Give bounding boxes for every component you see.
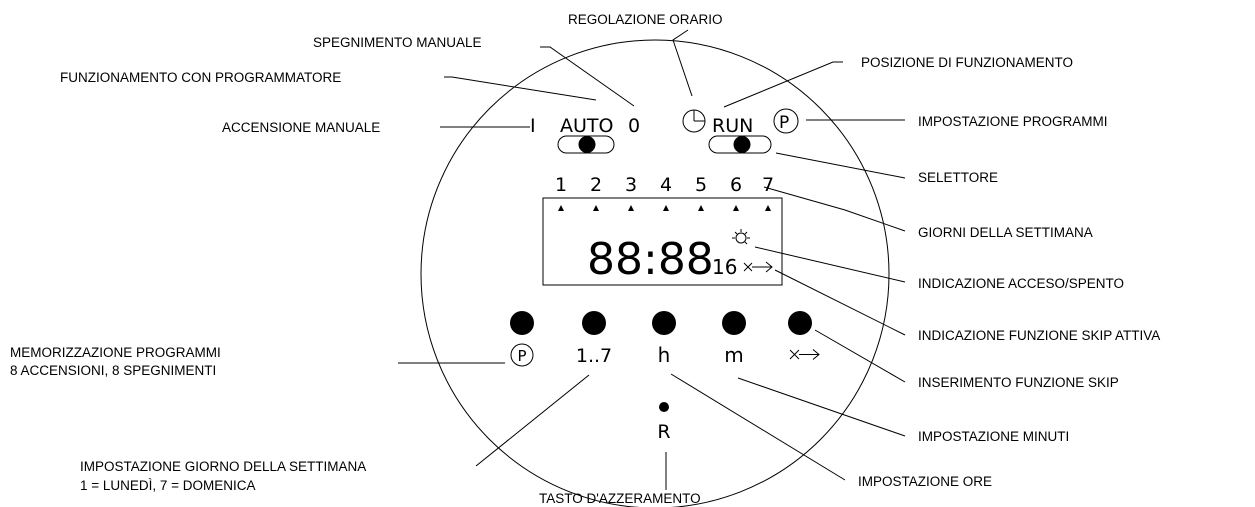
program-symbol — [773, 108, 799, 134]
label-inserimento-skip: INSERIMENTO FUNZIONE SKIP — [918, 375, 1119, 390]
day-number: 5 — [695, 174, 707, 196]
day-indicators — [558, 205, 771, 211]
switch-on-label: I — [530, 115, 536, 137]
label-spegnimento-manuale: SPEGNIMENTO MANUALE — [313, 35, 482, 50]
leader-lines — [398, 29, 906, 490]
minute-button[interactable] — [722, 311, 746, 335]
lcd-time: 88:88 — [587, 234, 714, 285]
label-giorno-legenda: 1 = LUNEDÌ, 7 = DOMENICA — [80, 478, 256, 493]
label-impostazione-minuti: IMPOSTAZIONE MINUTI — [918, 429, 1069, 444]
program-button-symbol — [510, 343, 534, 367]
label-impostazione-ore: IMPOSTAZIONE ORE — [858, 474, 992, 489]
hour-button-label: h — [658, 343, 671, 367]
mode-switch[interactable] — [557, 135, 615, 154]
minute-button-label: m — [724, 343, 743, 367]
reset-button[interactable] — [659, 402, 669, 412]
selector-switch-knob[interactable] — [733, 136, 751, 153]
label-posizione-funzionamento: POSIZIONE DI FUNZIONAMENTO — [861, 55, 1073, 70]
mode-switch-knob[interactable] — [578, 136, 596, 153]
label-indicazione-acceso-spento: INDICAZIONE ACCESO/SPENTO — [918, 276, 1124, 291]
label-tasto-azzeramento: TASTO D'AZZERAMENTO — [539, 491, 701, 506]
program-button[interactable] — [510, 311, 534, 335]
switch-auto-label: AUTO — [560, 115, 613, 137]
label-impostazione-programmi: IMPOSTAZIONE PROGRAMMI — [918, 114, 1108, 129]
label-memorizzazione-programmi: MEMORIZZAZIONE PROGRAMMI — [10, 345, 221, 360]
reset-button-label: R — [657, 421, 670, 443]
skip-button-icon — [789, 349, 820, 360]
device-body — [420, 39, 890, 507]
day-number: 3 — [625, 174, 637, 196]
on-off-indicator-icon — [732, 229, 750, 245]
hour-button[interactable] — [652, 311, 676, 335]
program-button-label: P — [517, 347, 526, 365]
switch-program-label: P — [779, 113, 789, 133]
lcd-display — [542, 197, 783, 286]
day-button-label: 1..7 — [576, 345, 612, 367]
label-indicazione-skip: INDICAZIONE FUNZIONE SKIP ATTIVA — [918, 328, 1160, 343]
label-regolazione-orario: REGOLAZIONE ORARIO — [568, 12, 723, 27]
day-number: 6 — [730, 174, 742, 196]
day-number: 1 — [555, 174, 567, 196]
day-number: 4 — [660, 174, 672, 196]
lcd-seconds: 16 — [712, 255, 737, 279]
label-accensione-manuale: ACCENSIONE MANUALE — [222, 120, 380, 135]
day-number: 7 — [762, 174, 774, 196]
label-funzionamento-programmatore: FUNZIONAMENTO CON PROGRAMMATORE — [60, 70, 341, 85]
day-numbers: 1 2 3 4 5 6 7 — [555, 174, 774, 196]
skip-indicator-icon — [743, 261, 773, 273]
label-impostazione-giorno: IMPOSTAZIONE GIORNO DELLA SETTIMANA — [80, 459, 366, 474]
switch-run-label: RUN — [712, 115, 753, 137]
label-giorni-settimana: GIORNI DELLA SETTIMANA — [918, 225, 1093, 240]
label-selettore: SELETTORE — [918, 170, 998, 185]
day-number: 2 — [590, 174, 602, 196]
switch-off-label: 0 — [628, 115, 640, 137]
day-button[interactable] — [582, 311, 606, 335]
skip-button[interactable] — [788, 311, 812, 335]
label-memorizzazione-dettagli: 8 ACCENSIONI, 8 SPEGNIMENTI — [10, 363, 216, 378]
clock-icon[interactable] — [682, 109, 706, 133]
selector-switch[interactable] — [708, 135, 772, 154]
